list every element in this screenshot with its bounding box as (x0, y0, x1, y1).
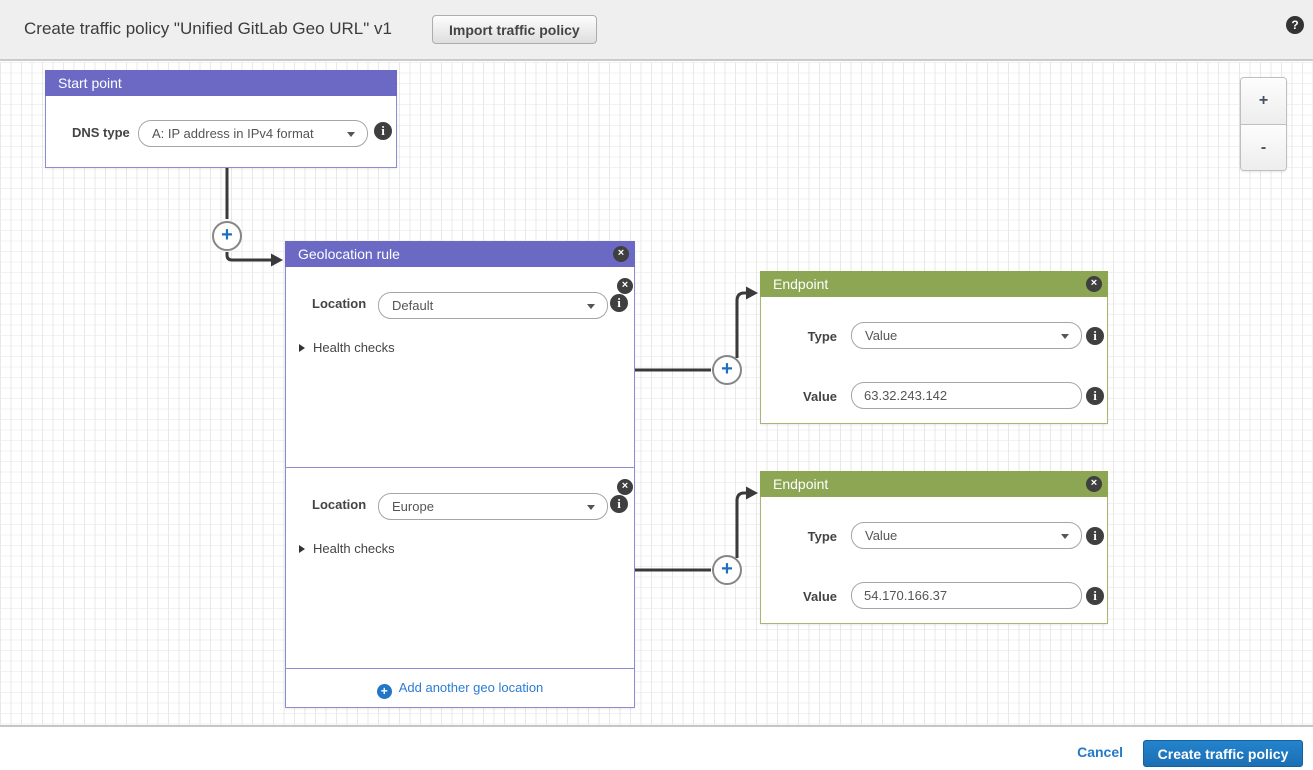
endpoint-title: Endpoint (773, 276, 829, 292)
canvas-zoom-control: + - (1240, 77, 1287, 171)
geo-location-section: × Location Default i Health checks (286, 267, 634, 468)
value-label: Value (803, 389, 837, 404)
geolocation-rule-close-icon[interactable]: × (613, 246, 629, 262)
top-toolbar: Create traffic policy "Unified GitLab Ge… (0, 0, 1313, 61)
health-checks-toggle[interactable]: Health checks (299, 541, 395, 556)
endpoint-type-select[interactable]: Value (851, 522, 1082, 549)
help-icon[interactable]: ? (1286, 16, 1304, 34)
endpoint-type-select[interactable]: Value (851, 322, 1082, 349)
endpoint-header: Endpoint × (760, 271, 1108, 297)
endpoint-value-input[interactable] (851, 582, 1082, 609)
create-traffic-policy-button[interactable]: Create traffic policy (1143, 740, 1303, 767)
endpoint-type-value: Value (865, 328, 898, 343)
zoom-out-button[interactable]: - (1241, 124, 1286, 170)
connector-plus-button[interactable]: + (712, 355, 742, 385)
location-info-icon[interactable]: i (610, 495, 628, 513)
chevron-down-icon (587, 304, 595, 309)
chevron-down-icon (587, 505, 595, 510)
cancel-link[interactable]: Cancel (1077, 744, 1123, 760)
dns-type-value: A: IP address in IPv4 format (152, 126, 314, 141)
plus-circle-icon: + (376, 684, 392, 699)
location-value: Default (392, 298, 434, 313)
type-label: Type (807, 329, 837, 344)
footer-action-bar: Cancel Create traffic policy (0, 727, 1313, 770)
dns-type-label: DNS type (72, 125, 130, 140)
type-label: Type (807, 529, 837, 544)
triangle-right-icon (299, 545, 305, 553)
endpoint-type-info-icon[interactable]: i (1086, 527, 1104, 545)
geolocation-rule-header: Geolocation rule × (285, 241, 635, 267)
chevron-down-icon (1061, 334, 1069, 339)
dns-type-info-icon[interactable]: i (374, 122, 392, 140)
endpoint-value-info-icon[interactable]: i (1086, 387, 1104, 405)
endpoint-header: Endpoint × (760, 471, 1108, 497)
connector-plus-button[interactable]: + (212, 221, 242, 251)
geo-location-section: × Location Europe i Health checks (286, 468, 634, 669)
zoom-in-button[interactable]: + (1241, 78, 1286, 124)
geolocation-rule-title: Geolocation rule (298, 246, 400, 262)
health-checks-toggle[interactable]: Health checks (299, 340, 395, 355)
health-checks-label: Health checks (313, 541, 395, 556)
chevron-down-icon (1061, 534, 1069, 539)
start-point-header: Start point (45, 70, 397, 96)
add-geo-location-label: Add another geo location (398, 680, 544, 695)
endpoint-type-value: Value (865, 528, 898, 543)
location-info-icon[interactable]: i (610, 294, 628, 312)
geo-section-close-icon[interactable]: × (617, 278, 633, 294)
chevron-down-icon (347, 132, 355, 137)
location-label: Location (312, 296, 367, 311)
connector-plus-button[interactable]: + (712, 555, 742, 585)
location-select[interactable]: Default (378, 292, 608, 319)
endpoint-value-info-icon[interactable]: i (1086, 587, 1104, 605)
geolocation-rule-card: Geolocation rule × × Location Default i … (285, 241, 635, 708)
value-label: Value (803, 589, 837, 604)
endpoint-card: Endpoint × Type Value i Value i (760, 271, 1108, 424)
dns-type-select[interactable]: A: IP address in IPv4 format (138, 120, 368, 147)
location-value: Europe (392, 499, 434, 514)
page-title: Create traffic policy "Unified GitLab Ge… (24, 19, 392, 38)
endpoint-card: Endpoint × Type Value i Value i (760, 471, 1108, 624)
start-point-card: Start point DNS type A: IP address in IP… (45, 70, 397, 168)
location-select[interactable]: Europe (378, 493, 608, 520)
import-traffic-policy-button[interactable]: Import traffic policy (432, 15, 597, 44)
geolocation-rule-footer: + Add another geo location (286, 669, 634, 707)
policy-canvas: + + + Start point DNS type A: IP address… (0, 62, 1313, 727)
add-geo-location-link[interactable]: + Add another geo location (286, 680, 634, 699)
health-checks-label: Health checks (313, 340, 395, 355)
geo-section-close-icon[interactable]: × (617, 479, 633, 495)
triangle-right-icon (299, 344, 305, 352)
start-point-title: Start point (58, 75, 122, 91)
endpoint-title: Endpoint (773, 476, 829, 492)
endpoint-close-icon[interactable]: × (1086, 476, 1102, 492)
endpoint-value-input[interactable] (851, 382, 1082, 409)
endpoint-close-icon[interactable]: × (1086, 276, 1102, 292)
location-label: Location (312, 497, 367, 512)
endpoint-type-info-icon[interactable]: i (1086, 327, 1104, 345)
